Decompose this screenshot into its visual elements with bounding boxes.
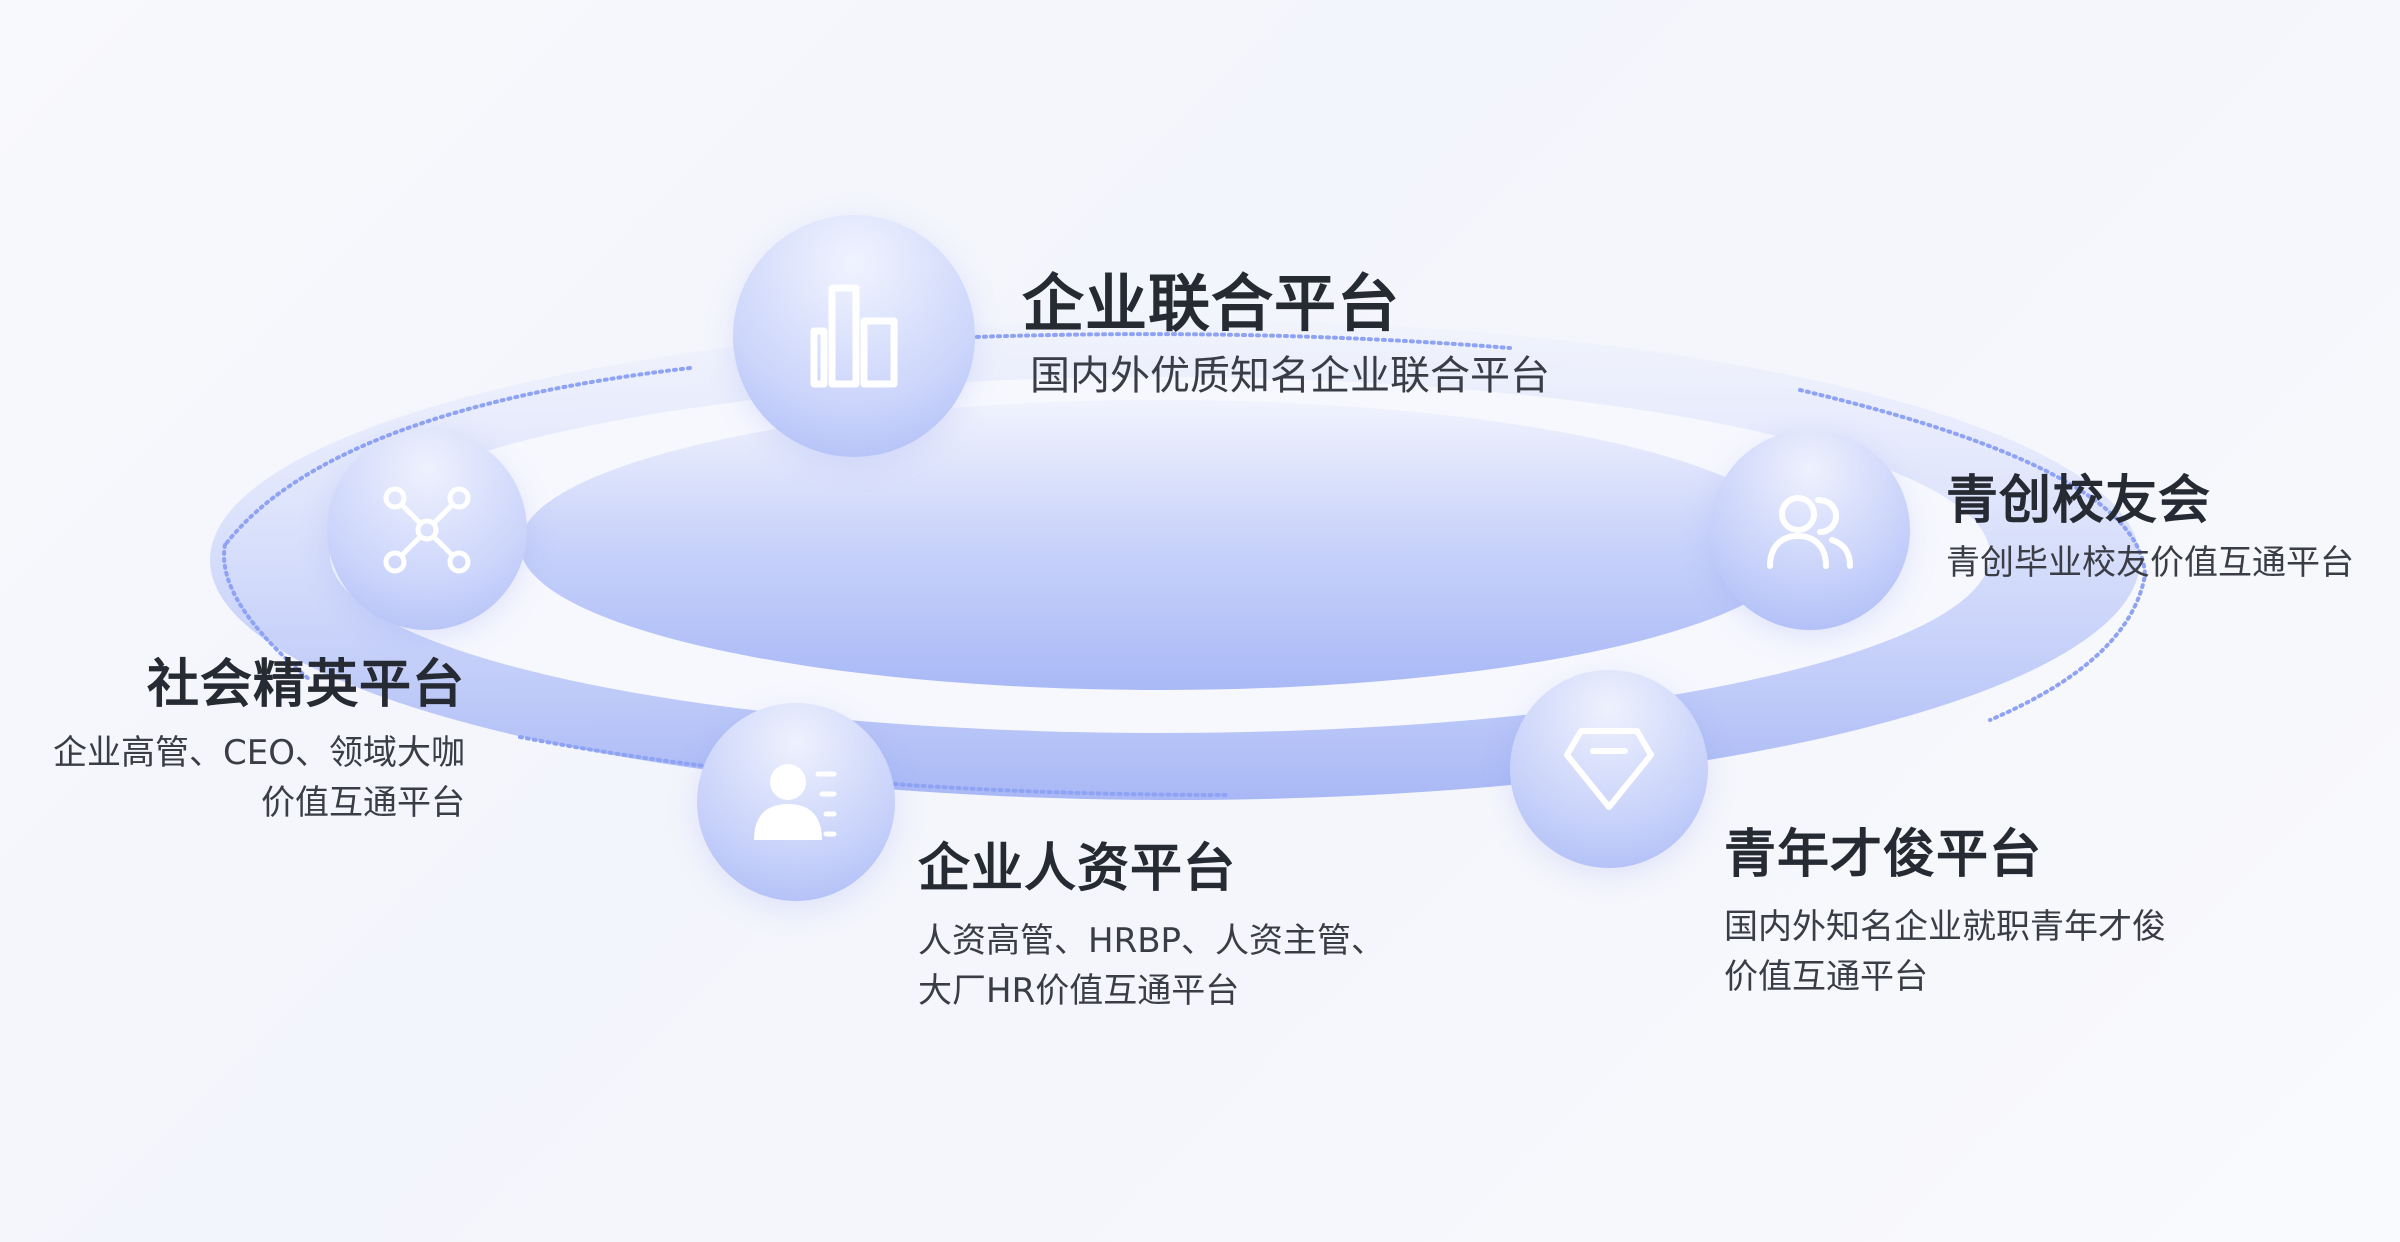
node-desc: 企业高管、CEO、领域大咖	[53, 732, 465, 773]
node-hr	[697, 703, 895, 901]
node-title: 企业人资平台	[918, 839, 1237, 899]
label-alumni: 青创校友会 青创毕业校友价值互通平台	[1946, 471, 2354, 588]
node-title: 社会精英平台	[146, 655, 465, 715]
node-desc: 青创毕业校友价值互通平台	[1946, 542, 2354, 583]
bar-chart-icon	[794, 276, 914, 396]
dotted-orbit-left	[222, 543, 312, 682]
node-desc: 价值互通平台	[261, 782, 465, 823]
node-desc: 价值互通平台	[1724, 956, 1928, 997]
dotted-orbit-top-left	[223, 366, 692, 547]
label-young-talent: 青年才俊平台 国内外知名企业就职青年才俊 价值互通平台	[1724, 825, 2166, 1002]
dotted-orbit-top	[898, 332, 1512, 350]
node-title: 青年才俊平台	[1724, 825, 2043, 885]
dotted-orbit-right	[1798, 388, 2148, 722]
node-enterprise-alliance	[733, 215, 975, 457]
user-list-icon	[746, 752, 846, 852]
central-disc	[520, 400, 1800, 690]
node-desc: 大厂HR价值互通平台	[918, 970, 1240, 1011]
label-social-elite: 社会精英平台 企业高管、CEO、领域大咖 价值互通平台	[53, 655, 465, 828]
node-social-elite	[327, 430, 527, 630]
node-title: 企业联合平台	[1022, 267, 1401, 340]
node-desc: 人资高管、HRBP、人资主管、	[918, 920, 1386, 961]
label-enterprise-alliance: 企业联合平台 国内外优质知名企业联合平台	[1022, 268, 1550, 401]
users-icon	[1760, 480, 1860, 580]
diamond-icon	[1559, 719, 1659, 819]
node-desc: 国内外优质知名企业联合平台	[1030, 353, 1550, 400]
node-alumni	[1710, 430, 1910, 630]
node-desc: 国内外知名企业就职青年才俊	[1724, 906, 2166, 947]
node-title: 青创校友会	[1946, 471, 2212, 531]
node-young-talent	[1510, 670, 1708, 868]
network-icon	[377, 480, 477, 580]
label-hr: 企业人资平台 人资高管、HRBP、人资主管、 大厂HR价值互通平台	[918, 839, 1386, 1016]
